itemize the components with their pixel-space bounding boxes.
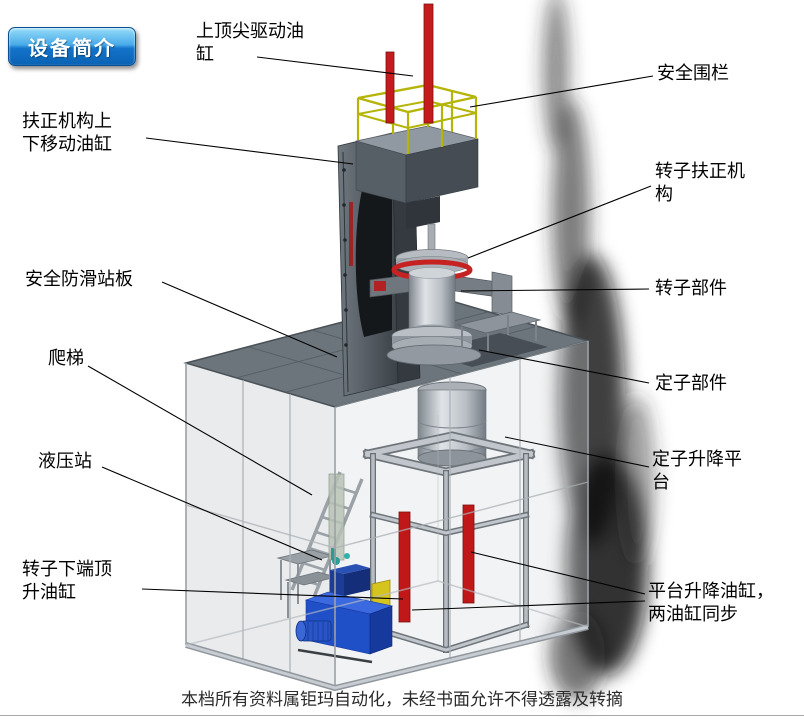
rotor-centering-arm: [369, 271, 513, 317]
centering-cylinder-rod: [349, 202, 353, 266]
top-drive-cylinders: [385, 3, 434, 124]
label-platform-lift-cylinder: 平台升降油缸，两油缸同步: [648, 581, 774, 626]
label-stator-part: 定子部件: [655, 373, 727, 394]
label-top-cylinder: 上顶尖驱动油缸: [196, 21, 304, 66]
label-rotor-jack-cylinder: 转子下端顶升油缸: [22, 559, 112, 604]
label-safety-fence: 安全围栏: [657, 63, 729, 84]
label-stator-lift-platform: 定子升降平台: [652, 449, 742, 494]
leader-lines: [87, 56, 654, 611]
label-hydraulic-station: 液压站: [38, 451, 92, 472]
label-centering-cylinder: 扶正机构上下移动油缸: [22, 111, 112, 156]
side-step: [456, 311, 542, 352]
smoke-shadow: [543, 0, 655, 700]
label-antislip-platform: 安全防滑站板: [25, 269, 133, 290]
stator-lift-frame: [362, 431, 536, 654]
label-rotor-centering: 转子扶正机构: [655, 161, 745, 206]
watermark-text: 本档所有资料属钜玛自动化，未经书面允许不得透露及转摘: [181, 690, 623, 710]
enclosure-frame: [185, 341, 589, 692]
label-ladder: 爬梯: [48, 348, 84, 369]
bottom-divider: [0, 715, 804, 716]
label-rotor-part: 转子部件: [655, 278, 727, 299]
rotor-assembly: [386, 223, 482, 366]
title-badge: 设备简介: [8, 27, 136, 66]
stator-assembly: [417, 381, 487, 467]
title-badge-label: 设备简介: [28, 36, 116, 60]
platform-lift-cylinders: [398, 504, 475, 623]
head-box: [355, 125, 479, 229]
